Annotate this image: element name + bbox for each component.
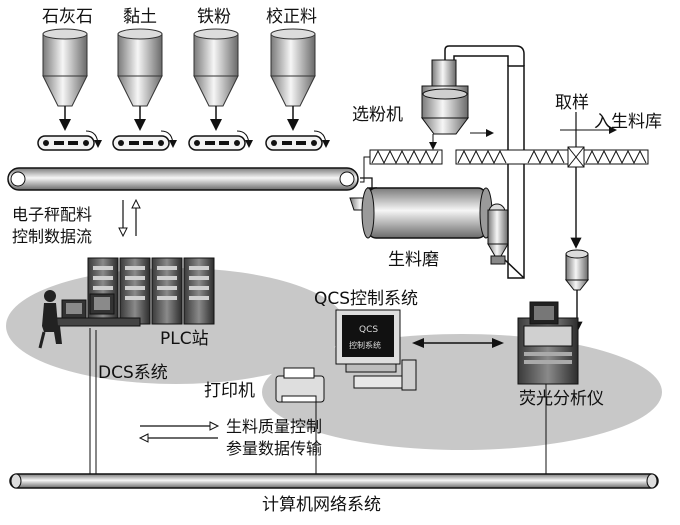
- qcs-screen-title: QCS: [359, 325, 378, 335]
- hopper-label-clay: 黏土: [123, 7, 157, 27]
- dcs-operator-desk: [38, 290, 141, 349]
- separator: [421, 59, 469, 135]
- network-drops: [89, 328, 547, 474]
- plc-label: PLC站: [160, 329, 209, 349]
- screw-conveyor-left: [369, 149, 443, 165]
- printer-label: 打印机: [204, 381, 255, 401]
- hopper-clay: [117, 28, 163, 131]
- qcs-xrf-link-arrow: [412, 338, 504, 348]
- belt-conveyor: [7, 167, 359, 191]
- network-bus: [9, 473, 659, 489]
- qcs-workstation: QCS 控制系统: [335, 309, 417, 391]
- scale-data-flow-arrows: [118, 198, 141, 238]
- hopper-label-iron: 铁粉: [197, 7, 231, 27]
- sampler-valve: [567, 146, 585, 168]
- hopper-iron: [193, 28, 239, 131]
- xrf-analyzer: [517, 301, 579, 385]
- sample-tank: [564, 249, 590, 291]
- quality-data-arrows: [138, 421, 220, 443]
- plc-cabinets: [87, 257, 215, 325]
- quality-label-2: 参量数据传输: [226, 439, 322, 458]
- scale-flow-label-2: 控制数据流: [12, 227, 92, 246]
- elevator-duct: [444, 45, 525, 279]
- qcs-screen-subtitle: 控制系统: [349, 340, 381, 350]
- screw-return-line: [360, 156, 370, 183]
- separator-label: 选粉机: [352, 105, 403, 125]
- scale-flow-label-1: 电子秤配料: [12, 205, 92, 224]
- to-storage-label: 入生料库: [594, 112, 662, 132]
- hopper-corrective: [270, 28, 316, 131]
- quality-label-1: 生料质量控制: [226, 417, 322, 436]
- hopper-limestone: [42, 28, 88, 131]
- dcs-label: DCS系统: [98, 363, 168, 383]
- network-label: 计算机网络系统: [262, 495, 381, 515]
- printer: [275, 367, 325, 403]
- screw-conveyor-right: [455, 149, 649, 165]
- qcs-label: QCS控制系统: [314, 289, 418, 309]
- sampling-label: 取样: [555, 93, 589, 113]
- hopper-label-corrective: 校正料: [266, 7, 317, 27]
- raw-mill-label: 生料磨: [388, 250, 439, 270]
- hopper-label-limestone: 石灰石: [42, 7, 93, 27]
- xrf-label: 荧光分析仪: [519, 389, 604, 409]
- weigh-feeders: [37, 130, 330, 151]
- raw-mill: [349, 187, 509, 265]
